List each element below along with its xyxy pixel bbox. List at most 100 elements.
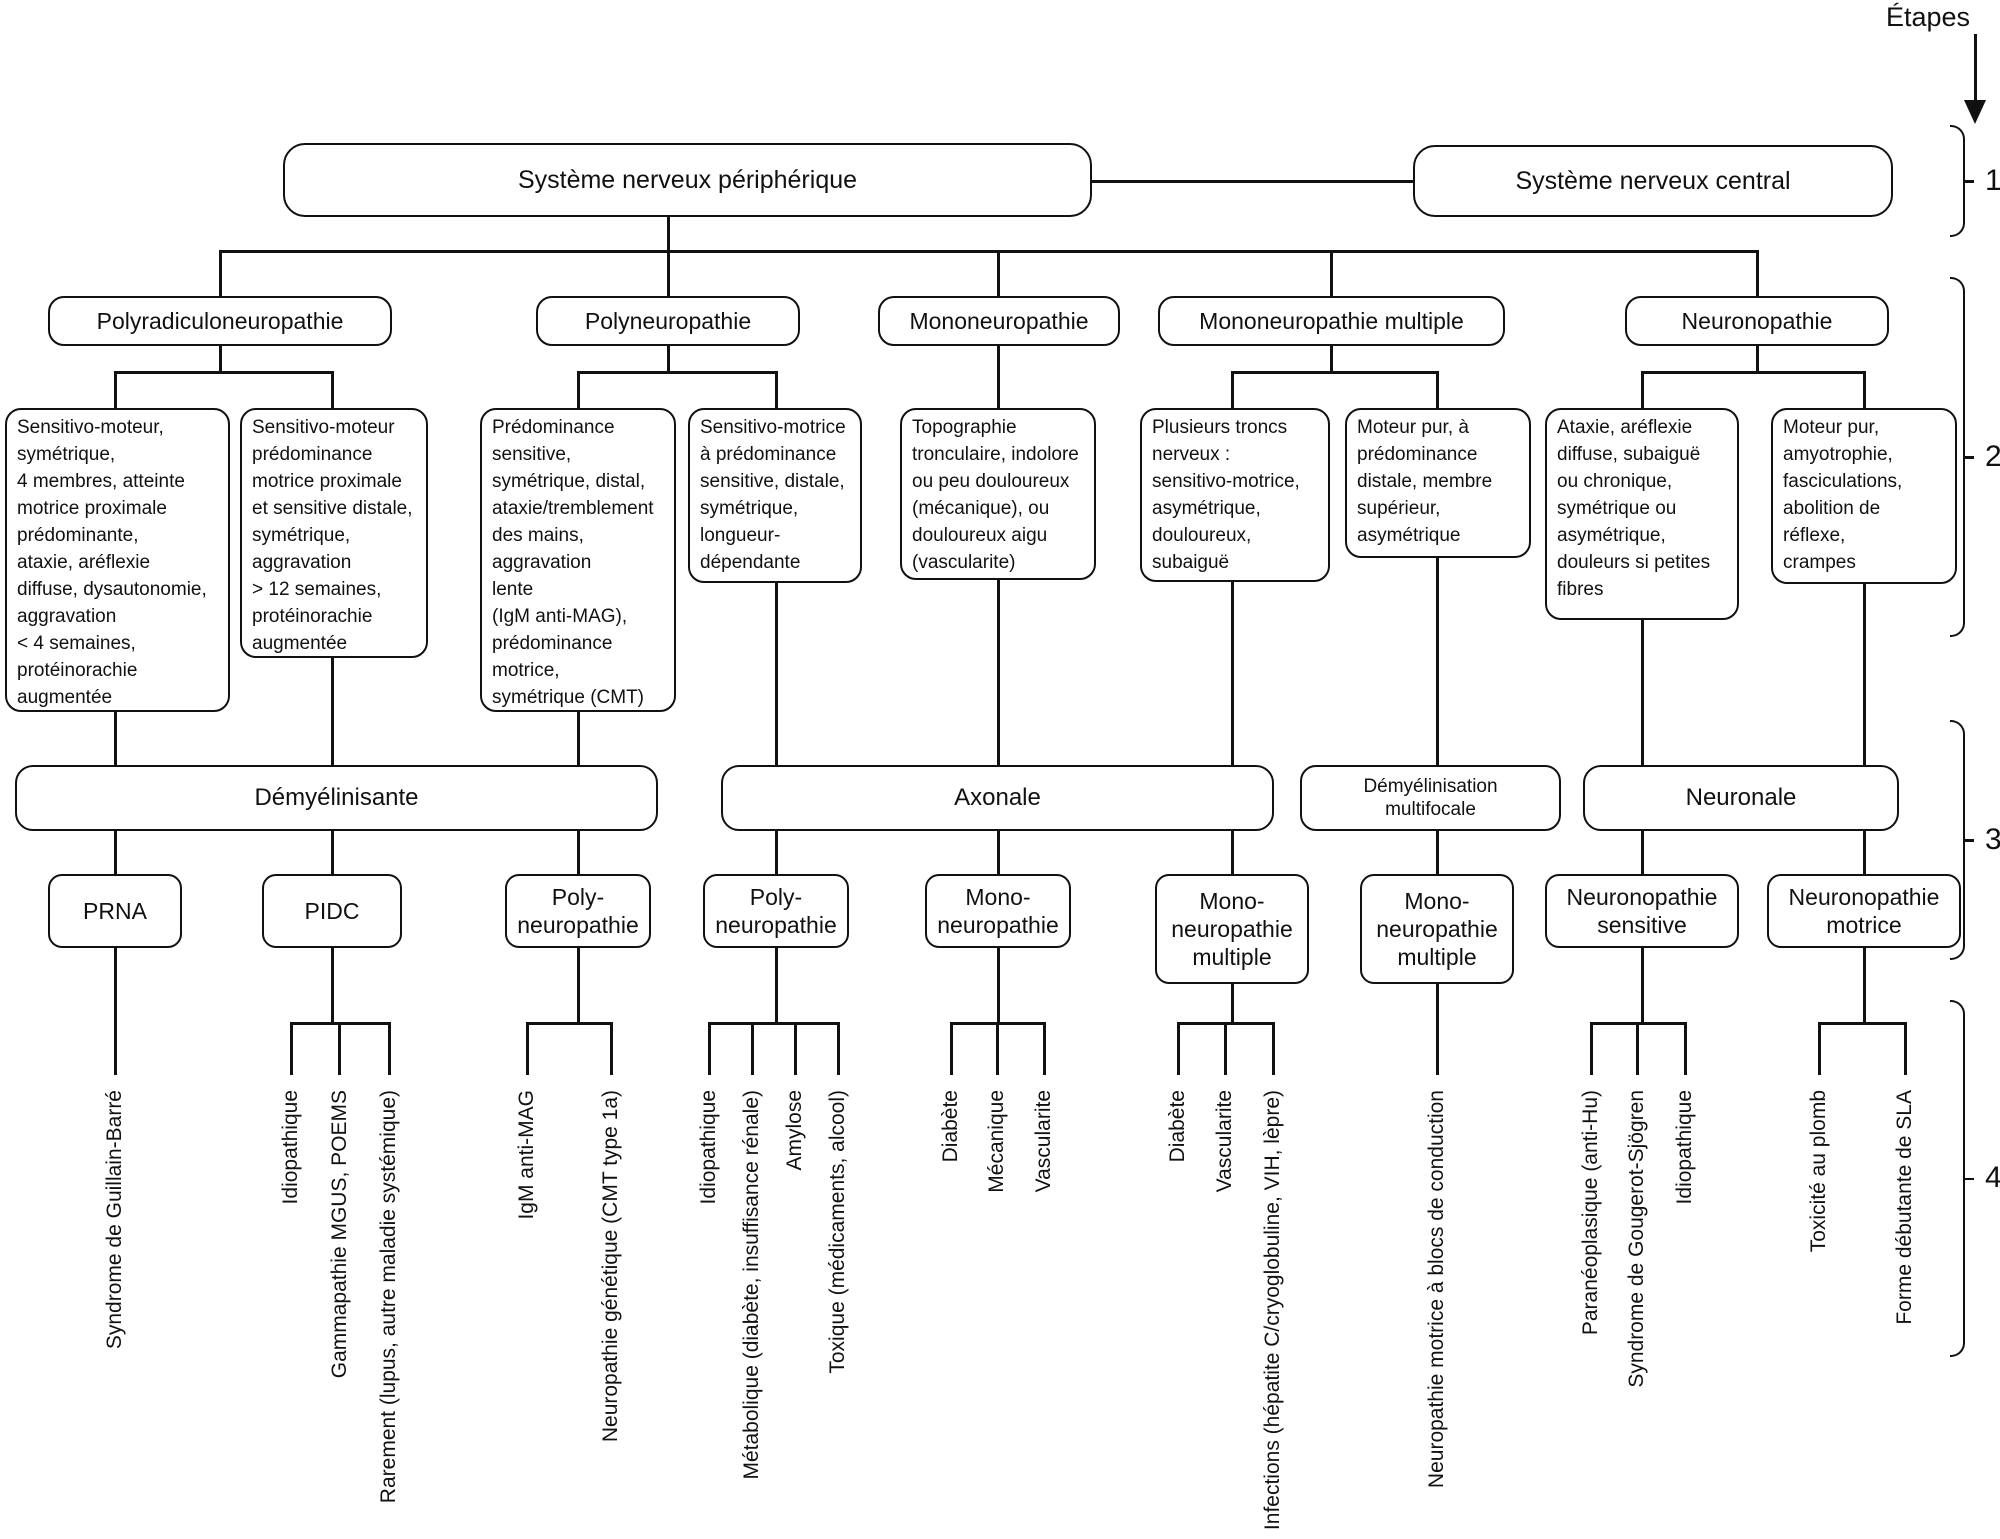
connector-line xyxy=(114,948,117,1075)
node-polyneuropathie-axonale: Poly- neuropathie xyxy=(703,874,849,948)
etiology-label-metabolique: Métabolique (diabète, insuffisance rénal… xyxy=(740,1090,763,1480)
node-mononeuropathie-multiple: Mononeuropathie multiple xyxy=(1158,296,1505,346)
step-number-3: 3 xyxy=(1985,823,2000,856)
connector-line xyxy=(837,1022,840,1075)
connector-line xyxy=(1231,371,1438,374)
connector-line xyxy=(331,371,334,408)
step-number-1: 1 xyxy=(1985,164,2000,197)
connector-line xyxy=(667,217,670,250)
clinical-box-neuronopathie-motrice: Moteur pur, amyotrophie, fasciculations,… xyxy=(1771,408,1957,584)
connector-line xyxy=(331,948,334,1023)
etiology-label-rarement-lupus: Rarement (lupus, autre maladie systémiqu… xyxy=(377,1090,400,1504)
etiology-label-multi-vascularite: Vascularite xyxy=(1213,1090,1236,1193)
connector-line xyxy=(1818,1022,1821,1075)
connector-line xyxy=(997,346,1000,408)
etiology-label-mecanique: Mécanique xyxy=(985,1090,1008,1193)
connector-line xyxy=(1330,250,1333,296)
connector-line xyxy=(1641,620,1644,765)
step-bracket-1 xyxy=(1950,125,1974,237)
bracket-tick xyxy=(1963,456,1974,459)
connector-line xyxy=(114,371,333,374)
etiology-label-toxicite-plomb: Toxicité au plomb xyxy=(1807,1090,1830,1253)
connector-line xyxy=(1863,948,1866,1023)
step-number-2: 2 xyxy=(1985,440,2000,473)
connector-line xyxy=(331,658,334,765)
connector-line xyxy=(1231,984,1234,1023)
node-prna: PRNA xyxy=(48,874,182,948)
connector-line xyxy=(1641,948,1644,1023)
steps-axis-title: Étapes xyxy=(1885,2,1970,32)
clinical-box-polyneuropathie-demyelinisante: Prédominance sensitive, symétrique, dist… xyxy=(480,408,676,712)
connector-line xyxy=(1436,984,1439,1075)
clinical-box-polyradiculo-chronique: Sensitivo-moteur prédominance motrice pr… xyxy=(240,408,428,658)
connector-line xyxy=(1590,1022,1593,1075)
etiology-label-mono-diabete: Diabète xyxy=(939,1090,962,1163)
clinical-box-mononeuropathie-multiple-motrice: Moteur pur, à prédominance distale, memb… xyxy=(1345,408,1531,558)
connector-line xyxy=(1177,1022,1180,1075)
connector-line xyxy=(388,1022,391,1075)
connector-line xyxy=(775,948,778,1023)
connector-line xyxy=(526,1022,612,1025)
node-mononeuropathie-axonale: Mono- neuropathie xyxy=(925,874,1071,948)
connector-line xyxy=(1641,371,1644,408)
connector-line xyxy=(997,831,1000,874)
step-number-4: 4 xyxy=(1985,1161,2000,1194)
etiology-label-multi-diabete: Diabète xyxy=(1166,1090,1189,1163)
node-neuronopathie: Neuronopathie xyxy=(1625,296,1889,346)
connector-line xyxy=(794,1022,797,1075)
connector-line xyxy=(1436,558,1439,765)
steps-arrow-shaft xyxy=(1974,34,1977,100)
connector-line xyxy=(1272,1022,1275,1075)
connector-line xyxy=(667,250,670,296)
connector-line xyxy=(1756,346,1759,372)
etiology-label-axonale-idiopathique: Idiopathique xyxy=(697,1090,720,1205)
connector-line xyxy=(114,712,117,765)
node-systeme-nerveux-central: Système nerveux central xyxy=(1413,145,1893,217)
connector-line xyxy=(775,831,778,874)
connector-line xyxy=(1330,346,1333,372)
connector-line xyxy=(219,250,1758,253)
connector-line xyxy=(1818,1022,1906,1025)
connector-line xyxy=(114,371,117,408)
node-polyneuropathie: Polyneuropathie xyxy=(536,296,800,346)
connector-line xyxy=(1756,250,1759,296)
step-bracket-4 xyxy=(1950,1000,1974,1357)
node-demyelinisation-multifocale: Démyélinisation multifocale xyxy=(1300,765,1561,831)
node-polyradiculoneuropathie: Polyradiculoneuropathie xyxy=(48,296,392,346)
connector-line xyxy=(610,1022,613,1075)
node-axonale: Axonale xyxy=(721,765,1274,831)
connector-line xyxy=(526,1022,529,1075)
etiology-label-sensitive-idiopathique: Idiopathique xyxy=(1673,1090,1696,1205)
connector-line xyxy=(775,583,778,765)
node-neuronopathie-sensitive: Neuronopathie sensitive xyxy=(1545,874,1739,948)
connector-line xyxy=(708,1022,839,1025)
connector-line xyxy=(996,1022,999,1075)
node-neuronopathie-motrice: Neuronopathie motrice xyxy=(1767,874,1961,948)
connector-line xyxy=(290,1022,293,1075)
etiology-label-mono-vascularite: Vascularite xyxy=(1032,1090,1055,1193)
connector-line xyxy=(1436,831,1439,874)
etiology-label-blocs-conduction: Neuropathie motrice à blocs de conductio… xyxy=(1425,1090,1448,1489)
connector-line xyxy=(1684,1022,1687,1075)
bracket-tick xyxy=(1963,180,1974,183)
connector-line xyxy=(997,948,1000,1023)
connector-line xyxy=(950,1022,953,1075)
node-pidc: PIDC xyxy=(262,874,402,948)
etiology-label-gammapathie: Gammapathie MGUS, POEMS xyxy=(328,1090,351,1379)
bracket-tick xyxy=(1963,839,1974,842)
connector-line xyxy=(1863,584,1866,765)
clinical-box-mononeuropathie: Topographie tronculaire, indolore ou peu… xyxy=(900,408,1096,580)
node-mononeuropathie-multiple-demyelinisante: Mono- neuropathie multiple xyxy=(1360,874,1514,984)
etiology-label-guillain-barre: Syndrome de Guillain-Barré xyxy=(103,1090,126,1350)
connector-line xyxy=(1863,831,1866,874)
clinical-box-polyneuropathie-axonale: Sensitivo-motrice à prédominance sensiti… xyxy=(688,408,862,583)
steps-arrow-head-icon xyxy=(1964,100,1986,124)
connector-line xyxy=(577,831,580,874)
connector-line xyxy=(1641,831,1644,874)
connector-line xyxy=(1863,371,1866,408)
node-demyelinisante: Démyélinisante xyxy=(15,765,658,831)
etiology-label-paraneoplasique: Paranéoplasique (anti-Hu) xyxy=(1579,1090,1602,1336)
connector-line xyxy=(997,580,1000,765)
connector-line xyxy=(1636,1022,1639,1075)
